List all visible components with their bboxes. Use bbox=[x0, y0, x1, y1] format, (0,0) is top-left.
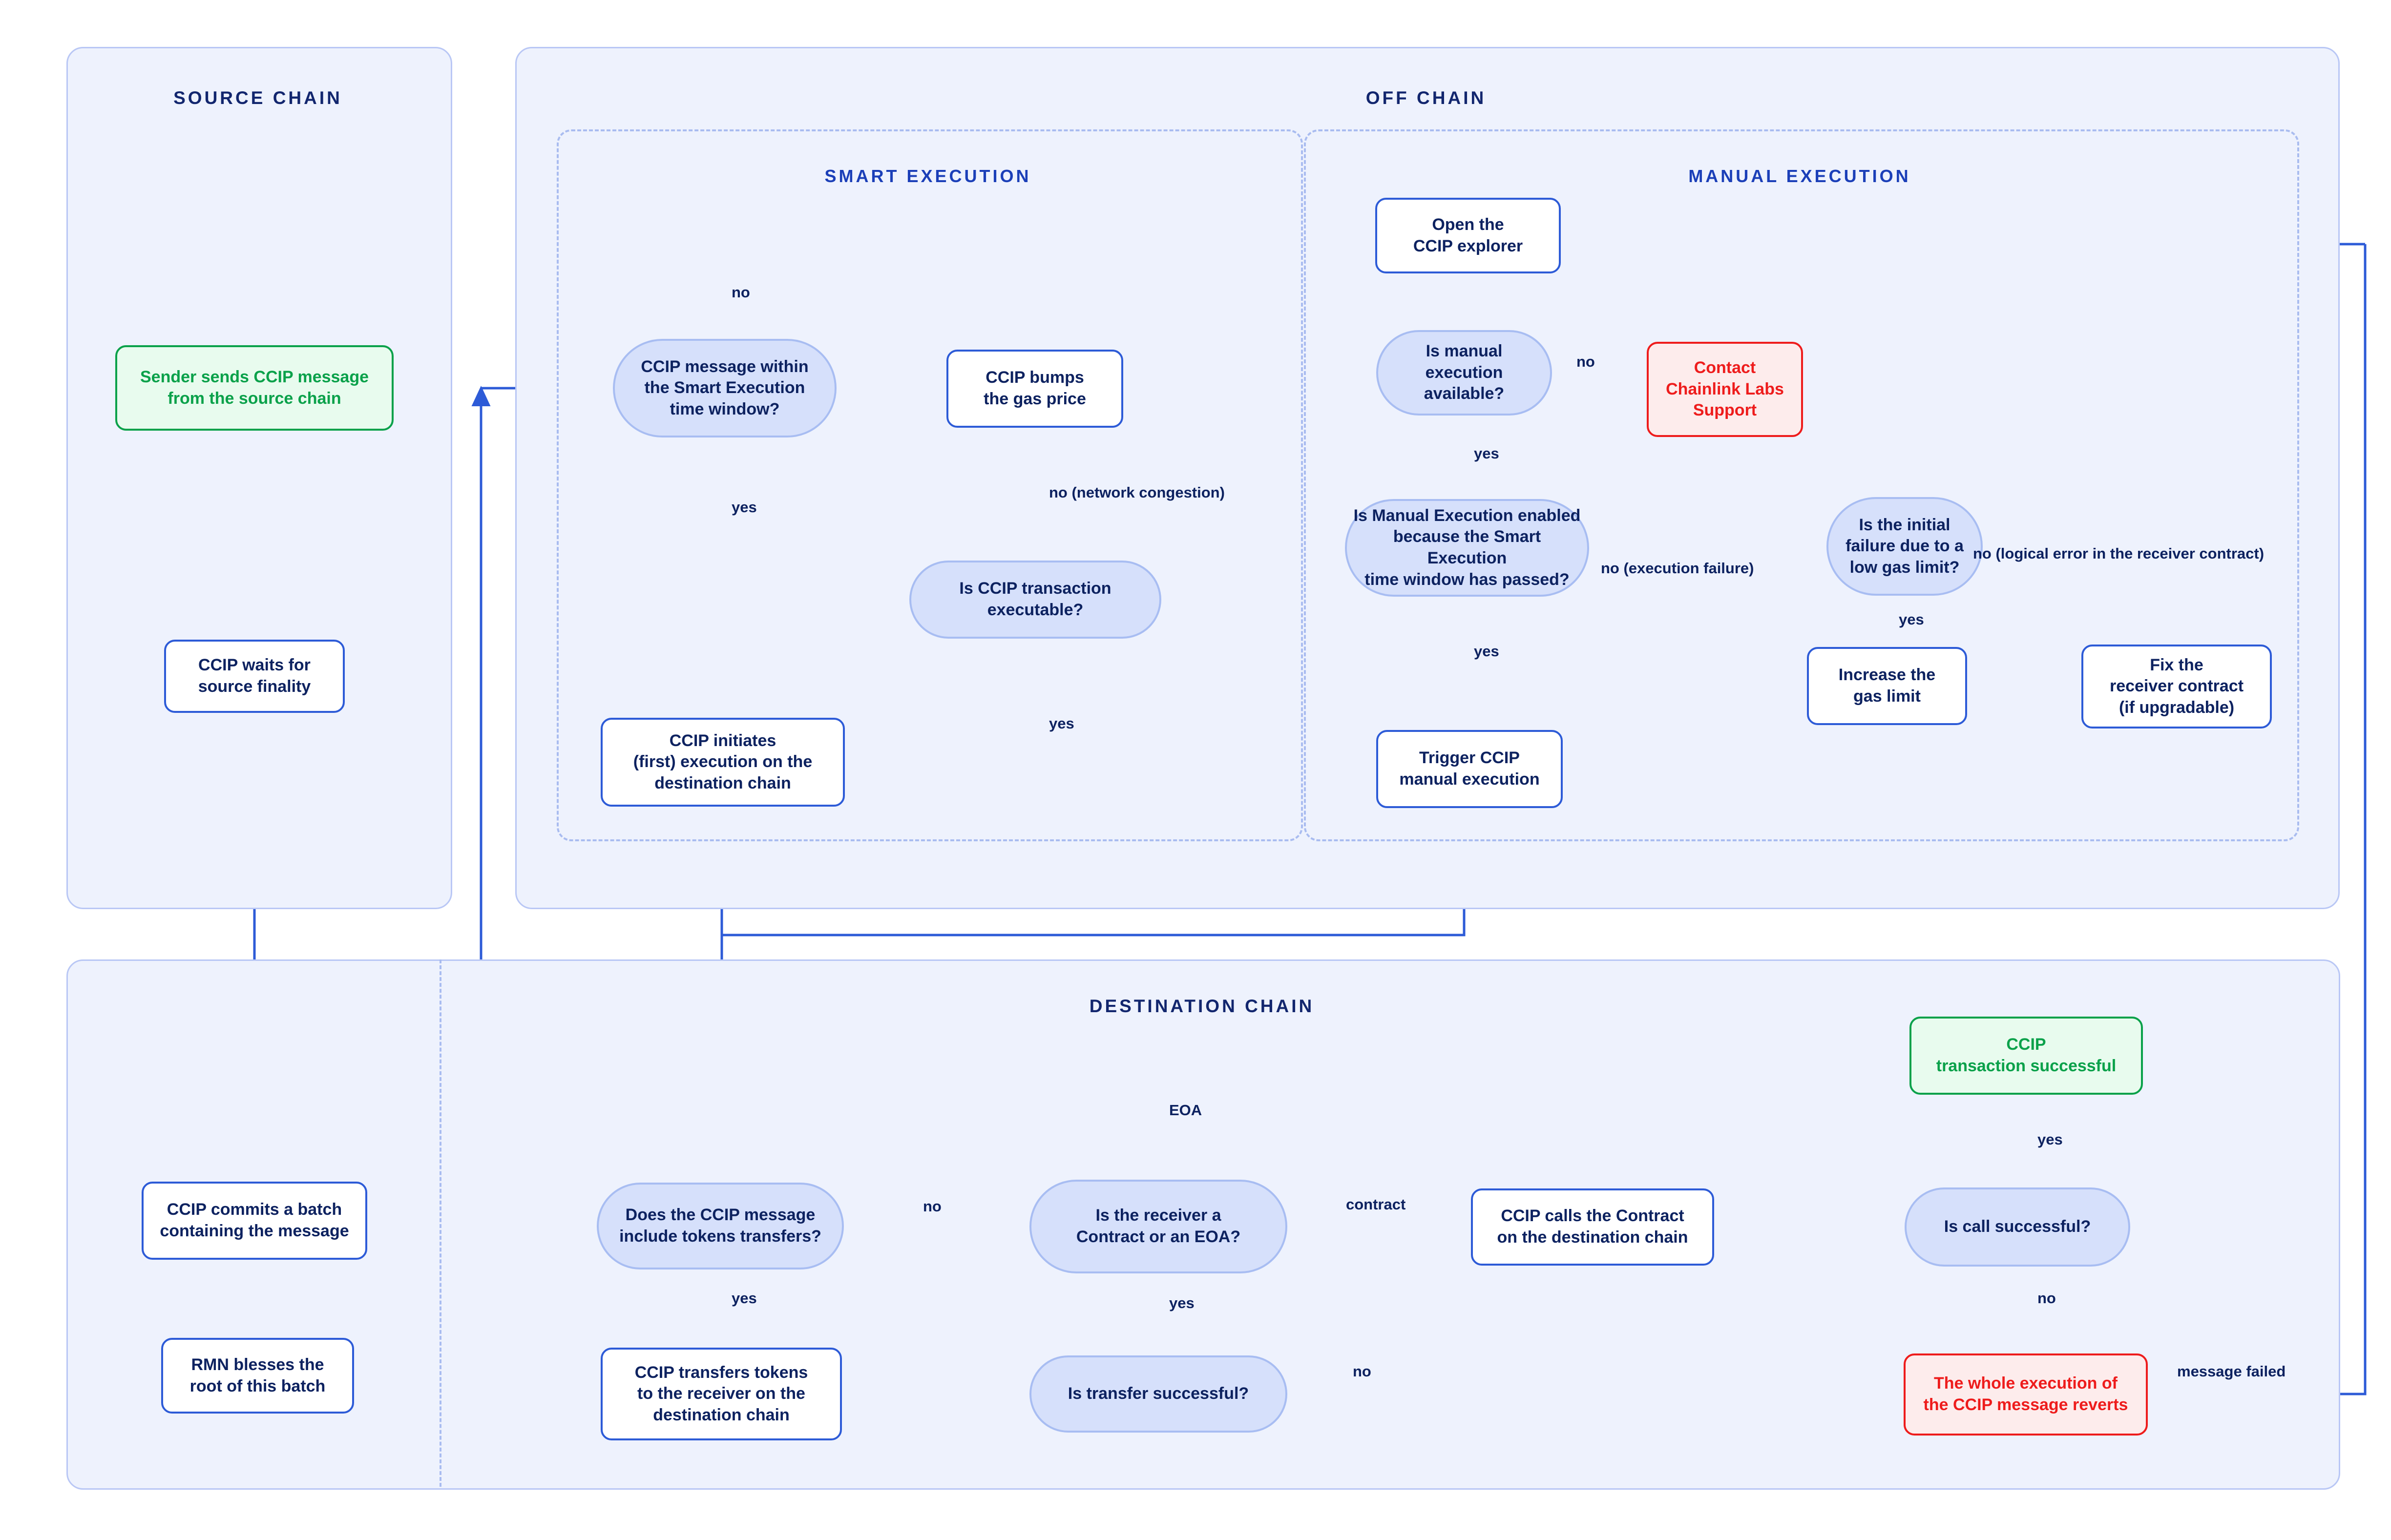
lane-divider bbox=[440, 959, 441, 1487]
node-execution-reverts[interactable]: The whole execution of the CCIP message … bbox=[1904, 1353, 2148, 1436]
node-tx-executable[interactable]: Is CCIP transaction executable? bbox=[909, 561, 1161, 639]
node-call-successful[interactable]: Is call successful? bbox=[1905, 1187, 2130, 1267]
edge-label-no-logical-error: no (logical error in the receiver contra… bbox=[1973, 545, 2265, 562]
node-contact-support[interactable]: Contact Chainlink Labs Support bbox=[1647, 342, 1803, 437]
edge-label-no-transfer: no bbox=[1353, 1363, 1371, 1380]
edge-label-yes-window: yes bbox=[732, 499, 757, 516]
node-transfers-tokens[interactable]: CCIP transfers tokens to the receiver on… bbox=[601, 1348, 842, 1440]
sub-smart-execution-title: SMART EXECUTION bbox=[824, 166, 1031, 186]
edge-label-no-call: no bbox=[2037, 1290, 2056, 1307]
node-within-window[interactable]: CCIP message within the Smart Execution … bbox=[613, 339, 837, 437]
edge-label-yes-executable: yes bbox=[1049, 715, 1074, 732]
lane-source-chain bbox=[66, 47, 452, 909]
edge-label-yes-enabled: yes bbox=[1474, 643, 1499, 660]
node-receiver-type[interactable]: Is the receiver a Contract or an EOA? bbox=[1029, 1180, 1287, 1273]
edge-label-no-tokens: no bbox=[923, 1198, 942, 1215]
sub-manual-execution-title: MANUAL EXECUTION bbox=[1688, 166, 1911, 186]
sub-manual-execution bbox=[1304, 129, 2299, 841]
edge-label-yes-tokens: yes bbox=[732, 1290, 757, 1307]
lane-off-chain-title: OFF CHAIN bbox=[1365, 88, 1487, 108]
node-open-explorer[interactable]: Open the CCIP explorer bbox=[1375, 198, 1561, 273]
edge-label-yes-call: yes bbox=[2037, 1131, 2063, 1148]
node-tx-successful[interactable]: CCIP transaction successful bbox=[1909, 1017, 2143, 1095]
node-waits-finality[interactable]: CCIP waits for source finality bbox=[164, 640, 345, 713]
node-increase-gas[interactable]: Increase the gas limit bbox=[1807, 647, 1967, 725]
lane-destination-chain-title: DESTINATION CHAIN bbox=[1089, 996, 1315, 1016]
edge-label-no-exec-failure: no (execution failure) bbox=[1601, 560, 1754, 577]
edge-label-yes-gas: yes bbox=[1899, 611, 1924, 628]
edge-label-contract: contract bbox=[1346, 1196, 1406, 1213]
edge-label-no-congestion: no (network congestion) bbox=[1049, 484, 1225, 501]
node-includes-tokens[interactable]: Does the CCIP message include tokens tra… bbox=[597, 1183, 844, 1269]
edge-label-yes-transfer: yes bbox=[1169, 1294, 1195, 1311]
node-calls-contract[interactable]: CCIP calls the Contract on the destinati… bbox=[1471, 1188, 1714, 1266]
node-sender-sends[interactable]: Sender sends CCIP message from the sourc… bbox=[115, 345, 394, 431]
node-commits-batch[interactable]: CCIP commits a batch containing the mess… bbox=[142, 1182, 367, 1260]
lane-source-chain-title: SOURCE CHAIN bbox=[173, 88, 342, 108]
node-initial-failure-gas[interactable]: Is the initial failure due to a low gas … bbox=[1826, 497, 1983, 596]
edge-label-yes-manual: yes bbox=[1474, 445, 1499, 462]
edge-label-no-manual: no bbox=[1576, 353, 1595, 370]
node-manual-enabled[interactable]: Is Manual Execution enabled because the … bbox=[1345, 499, 1589, 597]
node-rmn-blesses[interactable]: RMN blesses the root of this batch bbox=[161, 1338, 354, 1414]
sub-smart-execution bbox=[557, 129, 1303, 841]
node-bumps-gas[interactable]: CCIP bumps the gas price bbox=[946, 350, 1123, 428]
edge-label-message-failed: message failed bbox=[2177, 1363, 2286, 1380]
node-trigger-manual[interactable]: Trigger CCIP manual execution bbox=[1376, 730, 1563, 808]
node-manual-available[interactable]: Is manual execution available? bbox=[1376, 330, 1552, 416]
edge-label-no-window: no bbox=[732, 284, 750, 301]
node-fix-receiver[interactable]: Fix the receiver contract (if upgradable… bbox=[2081, 645, 2272, 728]
edge-label-eoa: EOA bbox=[1169, 1102, 1202, 1119]
node-transfer-successful[interactable]: Is transfer successful? bbox=[1029, 1355, 1287, 1433]
node-initiates-exec[interactable]: CCIP initiates (first) execution on the … bbox=[601, 718, 845, 807]
